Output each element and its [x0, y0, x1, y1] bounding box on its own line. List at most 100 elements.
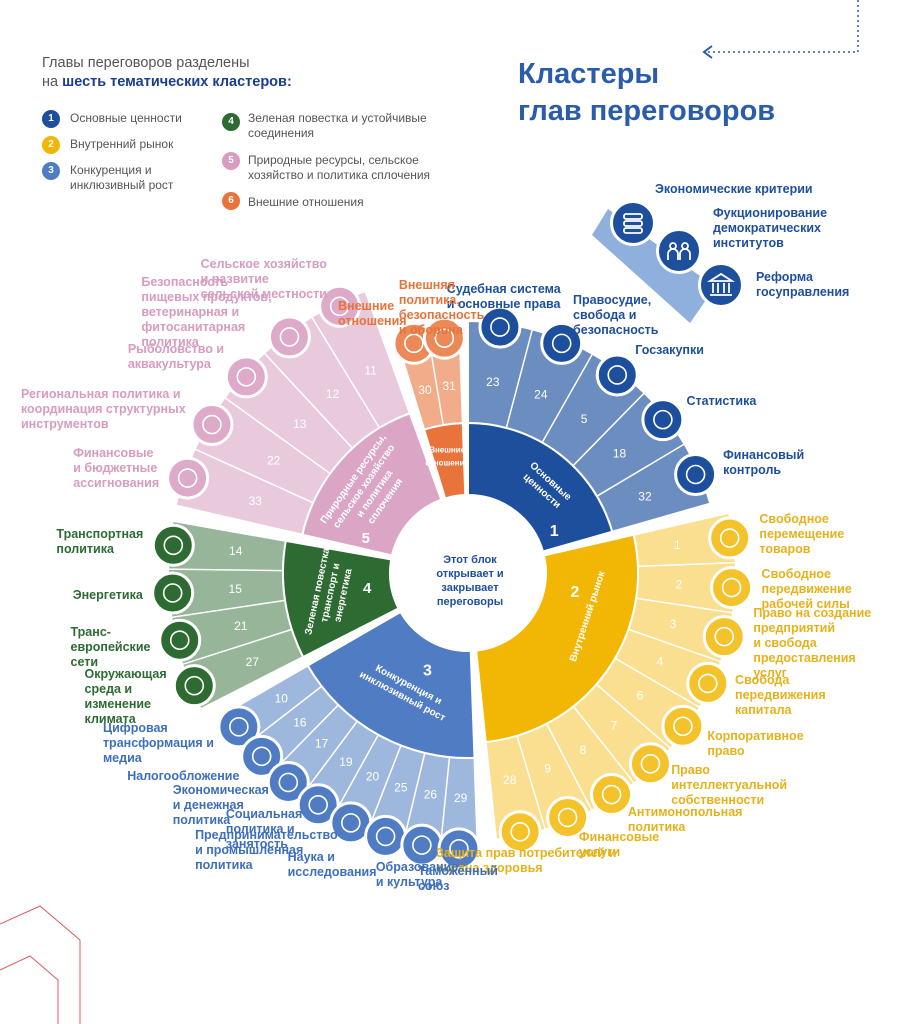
chapter-number: 7: [611, 719, 618, 733]
chapter-divider: [194, 448, 314, 504]
legend-dot-5: 5: [222, 152, 240, 170]
chapter-icon-glyph: [177, 468, 198, 488]
chapter-icon: [546, 795, 590, 839]
chapter-icon-glyph: [685, 464, 706, 485]
chapter-icon: [172, 664, 216, 708]
chapter-number: 10: [275, 691, 289, 705]
chapter-icon-glyph: [551, 333, 572, 354]
fundamentals-label-2c: институтов: [713, 236, 784, 250]
chapter-divider: [299, 720, 358, 798]
cluster-c3-band: [306, 610, 476, 759]
chapter-divider: [401, 752, 426, 846]
chapter-label: Экономическая и денежная политика: [172, 782, 269, 827]
legend-label-5: Природные ресурсы, сельское хозяйство и …: [248, 153, 431, 182]
chapter-number: 33: [249, 494, 263, 508]
fundamentals-label-1: Экономические критерии: [655, 182, 813, 196]
chapter-label: Сельское хозяйство и развитие сельской м…: [200, 256, 327, 301]
legend-dot-3: 3: [42, 162, 60, 180]
chapter-divider: [596, 443, 685, 497]
chapter-icon-glyph: [698, 673, 718, 694]
chapter-icon: [661, 704, 705, 748]
chapter-divider: [331, 734, 379, 819]
chapter-icon: [686, 661, 730, 705]
chapter-divider: [505, 329, 534, 429]
center-line4: переговоры: [436, 596, 504, 608]
chapter-icon-glyph: [278, 772, 299, 793]
chapter-number: 27: [246, 655, 260, 669]
chapter-number: 28: [503, 773, 517, 787]
chapter-label: Корпоративное право: [707, 728, 804, 758]
chapter-icon: [151, 523, 195, 567]
chapter-icon: [190, 403, 234, 447]
page-title: Кластеры глав переговоров: [518, 56, 775, 130]
chapter-divider: [635, 597, 734, 614]
chapter-icon: [595, 353, 639, 397]
chapter-icon-glyph: [404, 333, 424, 354]
decorative-corner-lines: [0, 905, 81, 1024]
chapter-number: 1: [674, 538, 681, 552]
chapter-icon-glyph: [229, 717, 249, 737]
cluster-name-line: отношения: [425, 458, 469, 467]
center-line1: Этот блок: [443, 554, 497, 566]
chapter-icon-glyph: [449, 839, 469, 859]
chapter-divider: [224, 396, 331, 475]
chapter-number: 9: [544, 762, 551, 776]
chapter-number: 2: [675, 578, 682, 592]
chapter-divider: [572, 705, 635, 784]
chapter-label: Предпринимательство и промышленная полит…: [195, 827, 338, 872]
fundamentals-label-2: Фукционирование демократических институт…: [713, 206, 827, 251]
chapter-label: Образование и культура: [375, 859, 459, 889]
legend-label-4: Зеленая повестка и устойчивые соединения: [248, 111, 427, 140]
chapter-label: Региональная политика и координация стру…: [20, 387, 186, 431]
cluster-c4-number: 4: [363, 580, 372, 597]
legend-dot-2: 2: [42, 136, 60, 154]
chapter-label: Налогообложение: [127, 768, 240, 783]
cluster-c1-number: 1: [550, 523, 559, 540]
chapter-number: 32: [638, 489, 652, 503]
chapter-icon: [674, 453, 718, 497]
chapter-icon-glyph: [607, 365, 628, 385]
intro-text: Главы переговоров разделены на шесть тем…: [42, 54, 292, 92]
chapter-divider: [246, 685, 323, 746]
chapter-number: 15: [229, 582, 243, 596]
chapter-divider: [596, 683, 672, 749]
chapter-icon-glyph: [184, 675, 205, 696]
legend-dot-1: 1: [42, 110, 60, 128]
people-icon: [656, 228, 702, 274]
chapter-label: Статистика: [686, 393, 757, 408]
chapter-label: Внешние отношения: [338, 299, 407, 329]
chapter-icon-glyph: [329, 296, 350, 317]
chapter-label: Финансовые услуги: [578, 830, 660, 860]
chapter-icon: [590, 773, 634, 817]
chapter-number: 20: [366, 770, 380, 784]
chapter-label: Безопасность пищевых продуктов, ветерина…: [141, 275, 272, 350]
chapter-icon-glyph: [601, 784, 622, 805]
chapter-number: 8: [579, 743, 586, 757]
intro-prefix: на: [42, 74, 63, 90]
cluster-c5-number: 5: [362, 530, 370, 547]
chapter-icon-glyph: [721, 577, 742, 598]
center-text: Этот блок открывает и закрывает перегово…: [425, 553, 515, 609]
chapter-label: Финансовые и бюджетные ассигнования: [73, 445, 160, 490]
chapter-number: 18: [613, 447, 627, 461]
chapter-icon-glyph: [279, 327, 300, 347]
chapter-number: 22: [267, 453, 281, 467]
chapter-label: Окружающая среда и изменение климата: [84, 667, 167, 727]
intro-line2: на шесть тематических кластеров:: [42, 73, 292, 92]
chapter-number: 14: [229, 544, 243, 558]
chapter-label: Свободное перемещение товаров: [759, 511, 845, 556]
chapter-label: Рыболовство и аквакультура: [127, 341, 225, 371]
chapter-divider: [365, 745, 402, 835]
center-line3: закрывает: [441, 582, 499, 594]
chapter-number: 19: [339, 755, 353, 769]
chapter-label: Внешняя политика, безопасность и оборона: [398, 278, 485, 338]
cluster-c2-band: [475, 533, 639, 744]
fundamentals-label-2a: Фукционирование: [713, 206, 828, 220]
chapter-divider: [168, 568, 284, 572]
chapter-number: 6: [637, 689, 644, 703]
chapter-icon-glyph: [169, 630, 190, 651]
coins-icon: [610, 200, 656, 246]
chapter-divider: [311, 316, 381, 429]
chapter-label: Судебная система и основные права: [446, 282, 561, 312]
chapter-divider: [545, 723, 593, 811]
